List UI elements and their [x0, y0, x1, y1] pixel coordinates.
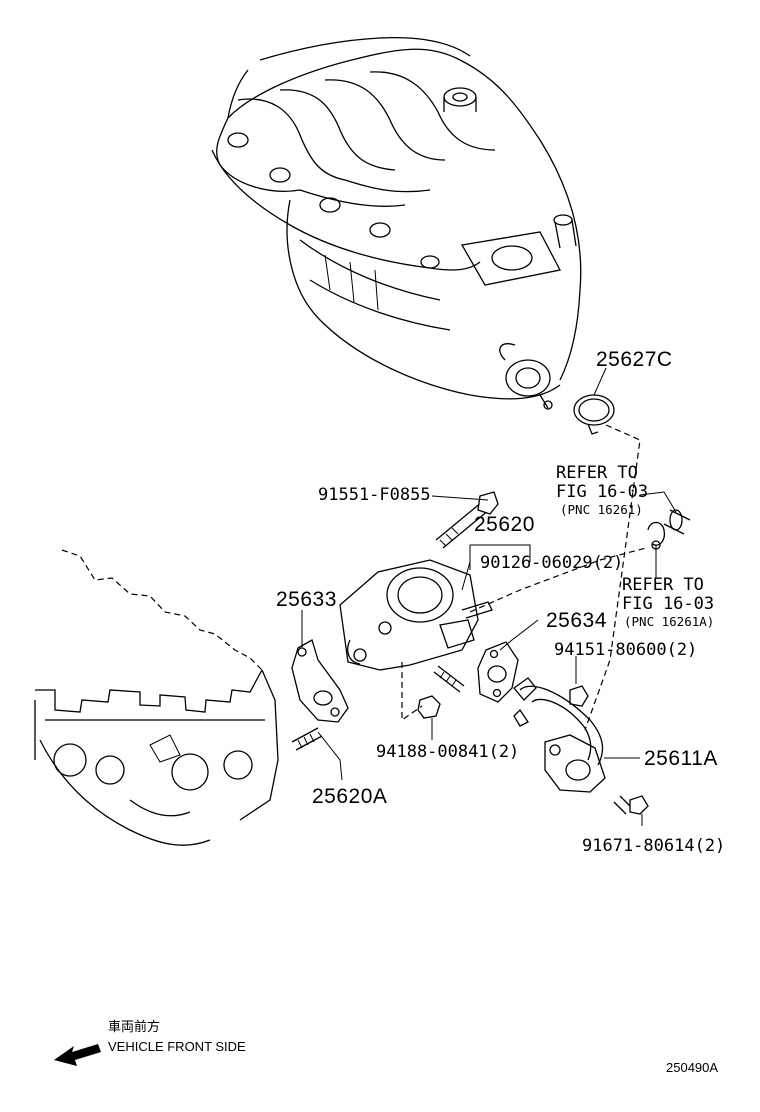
- stud-center-drawing: [433, 665, 465, 693]
- label-refer-2-line2: FIG 16-03: [622, 594, 714, 614]
- nut-94151-drawing: [569, 685, 589, 707]
- hose-clamp-drawing: [647, 509, 691, 550]
- label-gasket-25634: 25634: [546, 609, 607, 632]
- label-gasket-25627c: 25627C: [596, 348, 673, 371]
- direction-label-en: VEHICLE FRONT SIDE: [108, 1039, 246, 1054]
- front-direction-arrow-icon: [54, 1044, 101, 1066]
- label-refer-1-line2: FIG 16-03: [556, 482, 648, 502]
- label-stud-25620a: 25620A: [312, 785, 387, 808]
- gasket-25633-drawing: [291, 639, 349, 723]
- label-refer-2-line1: REFER TO: [622, 575, 704, 595]
- label-nut-94151: 94151-80600(2): [554, 640, 697, 660]
- label-refer-1-pnc: (PNC 16261): [560, 502, 643, 517]
- figure-code: 250490A: [666, 1060, 718, 1075]
- gasket-25634-drawing: [477, 641, 519, 703]
- label-nut-94188: 94188-00841(2): [376, 742, 519, 762]
- egr-pipe-25611a-drawing: [513, 677, 606, 793]
- engine-block-drawing: [34, 549, 279, 846]
- leader-lines: [301, 367, 677, 826]
- direction-label-jp: 車両前方: [108, 1019, 160, 1034]
- vehicle-front-indicator: 車両前方 VEHICLE FRONT SIDE: [54, 1019, 246, 1066]
- bolt-91551-drawing: [435, 491, 499, 549]
- label-bolt-91671: 91671-80614(2): [582, 836, 725, 856]
- label-pipe-25611a: 25611A: [644, 747, 718, 770]
- label-gasket-25633: 25633: [276, 588, 337, 611]
- label-bolt-91551: 91551-F0855: [318, 485, 431, 505]
- gasket-25627c-drawing: [573, 394, 615, 435]
- egr-valve-drawing: [339, 559, 493, 671]
- nut-94188-drawing: [401, 662, 441, 740]
- label-refer-1-line1: REFER TO: [556, 463, 638, 483]
- stud-25620a-drawing: [291, 727, 343, 781]
- label-egr-valve-25620: 25620: [474, 513, 535, 536]
- intake-manifold-drawing: [211, 36, 582, 410]
- label-refer-2-pnc: (PNC 16261A): [624, 614, 714, 629]
- label-nut-90126: 90126-06029(2): [480, 553, 623, 573]
- bolt-91671-drawing: [613, 795, 649, 815]
